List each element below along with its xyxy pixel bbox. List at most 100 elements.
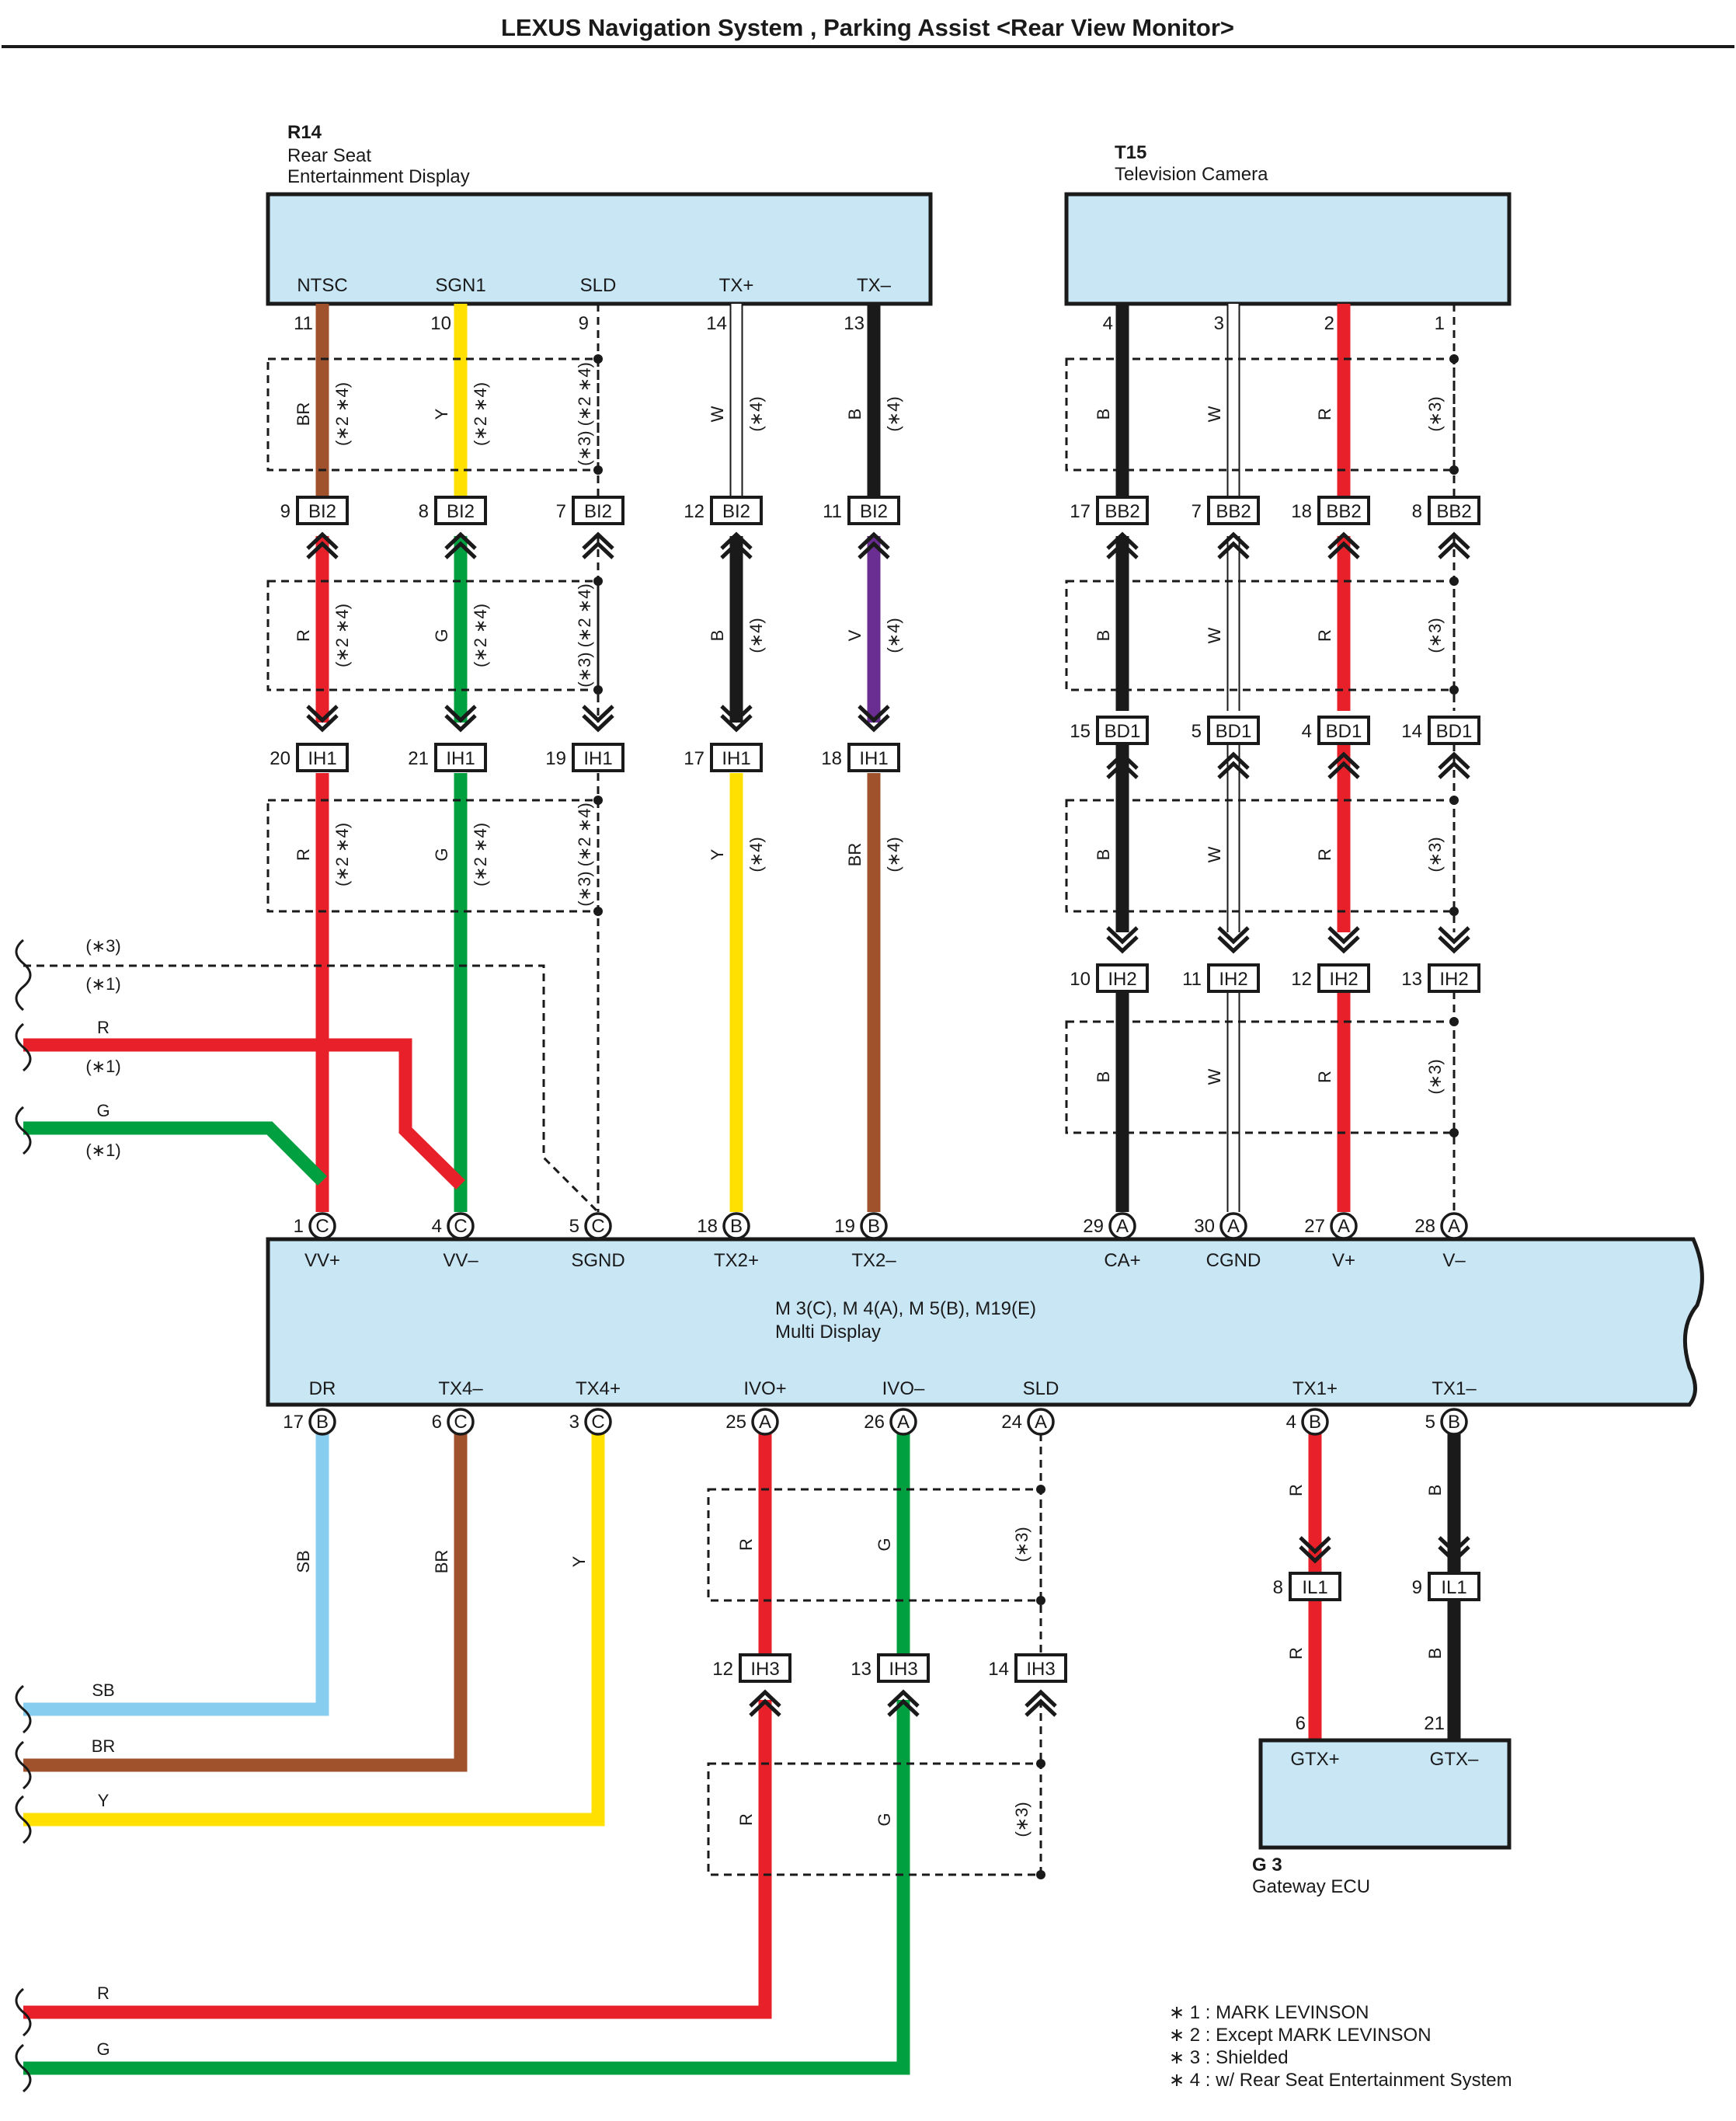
left-shield-note: (∗3) <box>85 936 120 956</box>
wire-ivop-lower <box>23 1700 772 2019</box>
connector-bi2-pin4: 12 <box>684 501 704 522</box>
label-r14l-c5: BR <box>845 843 865 867</box>
connector-il1-label: IL1 <box>1441 1577 1466 1598</box>
g3-name: Gateway ECU <box>1252 1876 1370 1897</box>
connector-bi2-label: BI2 <box>860 501 888 522</box>
connector-ih3-label: IH3 <box>750 1659 779 1680</box>
connector-ih1-pin5: 18 <box>821 748 842 769</box>
md-bot-pin-circle <box>1301 1408 1329 1436</box>
t15-section-1 <box>1065 357 1456 472</box>
connector-bd1-3 <box>1317 716 1370 745</box>
md-bot-conn-8: B <box>1448 1412 1460 1433</box>
label-dr-sb: SB <box>294 1550 313 1572</box>
r14-pinno-4: 14 <box>706 313 727 334</box>
label-r14m-c4: B <box>708 630 727 642</box>
connector-ih2-label: IH2 <box>1108 969 1136 990</box>
connector-bb2-group: BB2 17 BB2 7 BB2 18 BB2 8 <box>1070 496 1480 525</box>
connector-bb2-label: BB2 <box>1326 501 1361 522</box>
label-t15s3-w: W <box>1205 846 1224 862</box>
md-bot-conn-2: C <box>454 1412 467 1433</box>
note-r14m-c5: (∗4) <box>884 618 903 653</box>
connector-ih1-pin4: 17 <box>684 748 704 769</box>
connector-ih1-pin3: 19 <box>545 748 566 769</box>
multi-display-name: Multi Display <box>775 1322 881 1343</box>
label-t15s1-w: W <box>1205 406 1224 422</box>
connector-bb2-1 <box>1096 496 1149 525</box>
md-bot-pin-circle <box>751 1408 779 1436</box>
wire-left-r <box>23 1038 465 1190</box>
md-top-pin-circle <box>447 1212 475 1240</box>
r14-name-line1: Rear Seat <box>287 145 371 166</box>
label-ih3u-g: G <box>875 1538 894 1551</box>
label-t15s2-r: R <box>1315 629 1334 642</box>
connector-ih1-5 <box>847 743 900 772</box>
note-r14m-c3: (∗3) (∗2 ∗4) <box>575 583 594 688</box>
md-bot-pin-1: DR <box>309 1378 336 1399</box>
connector-bi2-label: BI2 <box>308 501 336 522</box>
md-bot-pin-circle <box>584 1408 612 1436</box>
wire-tx4m-br <box>23 1433 468 1772</box>
connector-bi2-label: BI2 <box>584 501 612 522</box>
t15-pinno-3: 2 <box>1324 313 1334 334</box>
g3-id: G 3 <box>1252 1855 1282 1875</box>
connector-ih2-group: IH2 10 IH2 11 IH2 12 IH2 13 <box>1070 963 1480 993</box>
connector-bd1-chevrons <box>1108 754 1469 778</box>
t15-section-2 <box>1065 580 1456 691</box>
label-tx1p-lower: R <box>1286 1647 1306 1660</box>
md-top-pin-8: V+ <box>1332 1250 1355 1271</box>
connector-bd1-1 <box>1096 716 1149 745</box>
ih3-section-upper <box>707 1488 1042 1602</box>
md-bot-pin-circle <box>889 1408 917 1436</box>
connector-ih2-pin1: 10 <box>1070 969 1091 990</box>
md-top-pin-circle <box>1219 1212 1247 1240</box>
connector-bd1-group: BD1 15 BD1 5 BD1 4 BD1 14 <box>1070 716 1480 745</box>
multi-display-top-pins: C 1 VV+ C 4 VV– C 5 SGND B 18 TX2+ B 19 … <box>294 1212 1468 1271</box>
md-bot-pin-4: IVO+ <box>743 1378 786 1399</box>
note-r14l-c4: (∗4) <box>746 837 766 872</box>
connector-il1-1 <box>1289 1572 1341 1601</box>
g3-pin-gtxm: GTX– <box>1430 1749 1479 1770</box>
md-bot-num-5: 26 <box>864 1412 885 1433</box>
multi-display-bottom-pins: DR B 17 TX4– C 6 TX4+ C 3 IVO+ A 25 IVO–… <box>283 1378 1477 1436</box>
wire-break-marks-left <box>15 939 32 1155</box>
md-top-pin-circle <box>1330 1212 1358 1240</box>
md-bot-pin-circle <box>1440 1408 1468 1436</box>
r14-name-line2: Entertainment Display <box>287 166 470 187</box>
note-t15s4: (∗3) <box>1425 1059 1445 1094</box>
r14-pin-ntsc: NTSC <box>297 275 347 296</box>
connector-ih2-chevrons <box>1108 928 1469 951</box>
connector-bb2-label: BB2 <box>1216 501 1251 522</box>
note-t15s1: (∗3) <box>1425 396 1445 431</box>
connector-ih2-pin3: 12 <box>1291 969 1312 990</box>
connector-ih3-label: IH3 <box>1026 1659 1055 1680</box>
connector-bi2-4 <box>710 496 763 525</box>
label-ih3l-r: R <box>736 1813 756 1826</box>
connector-ih1-label: IH1 <box>308 748 336 769</box>
md-bot-num-4: 25 <box>725 1412 746 1433</box>
t15-box <box>1064 192 1512 306</box>
connector-ih2-label: IH2 <box>1219 969 1247 990</box>
note-t15s2: (∗3) <box>1425 618 1445 653</box>
md-bot-num-6: 24 <box>1001 1412 1022 1433</box>
connector-ih2-3 <box>1317 963 1370 993</box>
ih3-section-lower <box>707 1762 1042 1876</box>
md-top-pin-3: SGND <box>571 1250 624 1271</box>
r14-id: R14 <box>287 122 322 143</box>
label-t15s2-w: W <box>1205 627 1224 643</box>
connector-bb2-4 <box>1428 496 1480 525</box>
label-r14l-c1: R <box>294 848 313 861</box>
left-r-note: (∗1) <box>85 1057 120 1076</box>
label-r14u-c2: Y <box>432 408 451 420</box>
md-bot-num-3: 3 <box>569 1412 579 1433</box>
page-title: LEXUS Navigation System , Parking Assist… <box>501 14 1234 41</box>
md-top-num-4: 18 <box>697 1216 718 1237</box>
md-bot-pin-circle <box>1027 1408 1055 1436</box>
md-top-pin-6: CA+ <box>1104 1250 1140 1271</box>
connector-ih2-label: IH2 <box>1439 969 1468 990</box>
note-r14u-c5: (∗4) <box>884 396 903 431</box>
label-tx4p-y: Y <box>569 1555 589 1567</box>
connector-ih1-2 <box>434 743 487 772</box>
r14-pinno-5: 13 <box>844 313 865 334</box>
connector-ih1-4 <box>710 743 763 772</box>
r14-pinno-3: 9 <box>579 313 589 334</box>
